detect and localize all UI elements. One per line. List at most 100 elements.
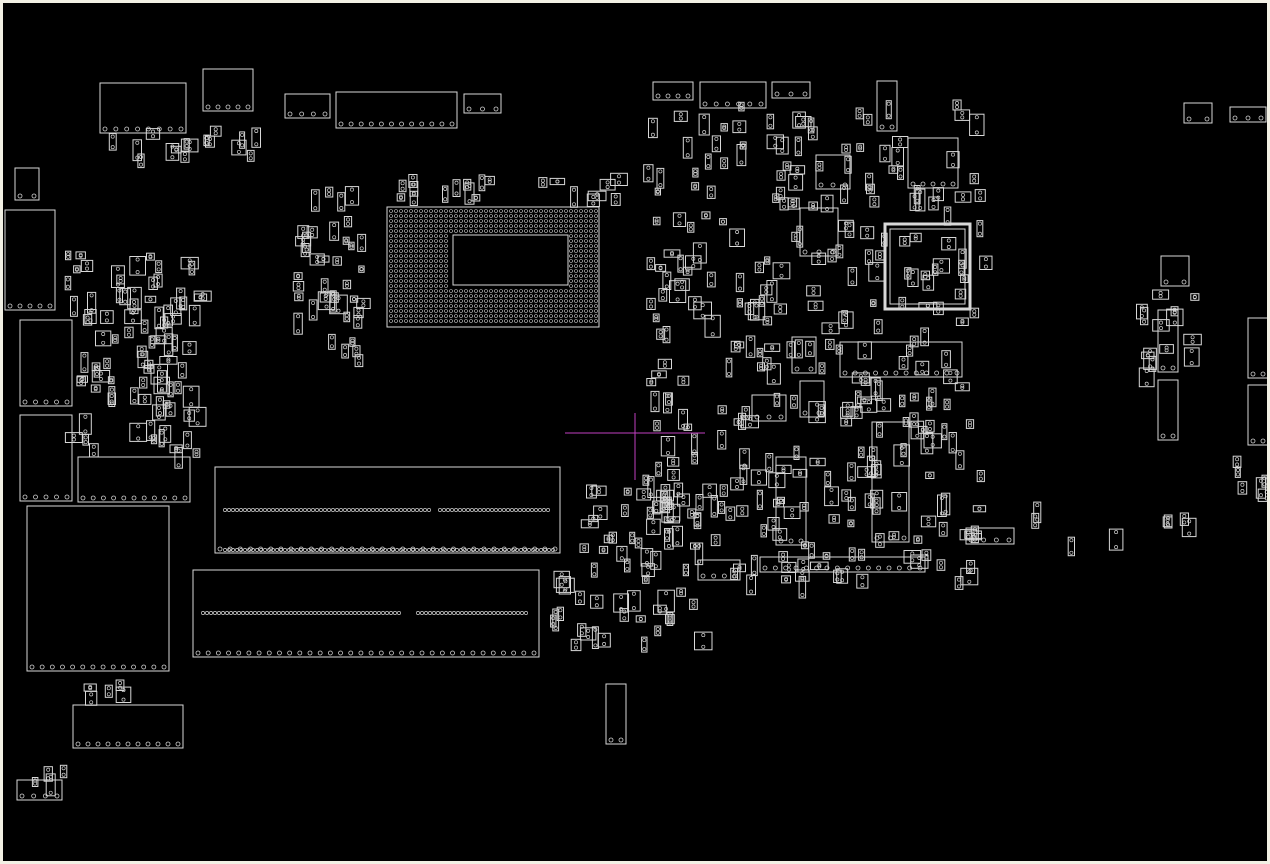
passive-component[interactable]: [579, 543, 589, 553]
passive-component[interactable]: [807, 300, 824, 311]
passive-component[interactable]: [643, 164, 654, 183]
passive-component[interactable]: [808, 126, 818, 141]
passive-component[interactable]: [815, 161, 824, 172]
passive-component[interactable]: [965, 419, 975, 429]
passive-component[interactable]: [840, 406, 856, 419]
passive-component[interactable]: [140, 319, 149, 334]
passive-component[interactable]: [158, 429, 165, 448]
passive-component[interactable]: [169, 444, 183, 454]
passive-component[interactable]: [550, 614, 557, 628]
passive-component[interactable]: [933, 301, 944, 316]
passive-component[interactable]: [891, 147, 905, 167]
passive-component[interactable]: [337, 192, 346, 212]
passive-component[interactable]: [756, 347, 764, 358]
passive-component[interactable]: [1181, 517, 1197, 538]
passive-component[interactable]: [795, 569, 810, 582]
boardview-canvas[interactable]: [3, 3, 1267, 861]
passive-component[interactable]: [683, 423, 693, 431]
passive-component[interactable]: [954, 382, 970, 392]
passive-component[interactable]: [194, 293, 208, 302]
passive-component[interactable]: [646, 378, 657, 387]
passive-component[interactable]: [921, 549, 932, 561]
passive-component[interactable]: [132, 139, 142, 162]
passive-component[interactable]: [848, 547, 856, 562]
passive-component[interactable]: [651, 370, 667, 379]
passive-component[interactable]: [948, 432, 957, 454]
passive-component[interactable]: [764, 256, 771, 265]
passive-component[interactable]: [885, 100, 892, 120]
passive-component[interactable]: [718, 501, 726, 514]
passive-component[interactable]: [969, 173, 979, 185]
passive-component[interactable]: [717, 430, 727, 450]
component[interactable]: [1247, 384, 1267, 446]
passive-component[interactable]: [342, 279, 352, 290]
passive-component[interactable]: [116, 274, 125, 285]
component[interactable]: [192, 569, 540, 658]
passive-component[interactable]: [1033, 501, 1042, 524]
passive-component[interactable]: [108, 133, 117, 151]
passive-component[interactable]: [836, 568, 849, 584]
passive-component[interactable]: [840, 417, 853, 427]
passive-component[interactable]: [756, 489, 763, 510]
passive-component[interactable]: [855, 107, 864, 120]
passive-component[interactable]: [665, 392, 673, 406]
passive-component[interactable]: [174, 447, 183, 469]
passive-component[interactable]: [1148, 355, 1157, 372]
passive-component[interactable]: [762, 316, 773, 326]
passive-component[interactable]: [778, 551, 788, 563]
passive-component[interactable]: [667, 457, 680, 467]
passive-component[interactable]: [806, 285, 821, 297]
passive-component[interactable]: [580, 519, 599, 529]
passive-component[interactable]: [662, 326, 671, 344]
passive-component[interactable]: [342, 236, 350, 245]
passive-component[interactable]: [698, 113, 710, 136]
passive-component[interactable]: [1152, 289, 1170, 300]
passive-component[interactable]: [1183, 333, 1202, 346]
passive-component[interactable]: [119, 288, 132, 306]
passive-component[interactable]: [646, 297, 656, 310]
passive-component[interactable]: [766, 113, 775, 130]
component[interactable]: [799, 380, 825, 418]
component[interactable]: [19, 319, 73, 407]
passive-component[interactable]: [664, 528, 671, 542]
passive-component[interactable]: [792, 111, 806, 129]
passive-component[interactable]: [734, 341, 745, 349]
passive-component[interactable]: [866, 183, 875, 195]
component[interactable]: [907, 137, 959, 189]
passive-component[interactable]: [664, 528, 674, 550]
passive-component[interactable]: [750, 469, 767, 486]
passive-component[interactable]: [661, 502, 674, 523]
passive-component[interactable]: [788, 174, 804, 191]
passive-component[interactable]: [353, 315, 363, 329]
passive-component[interactable]: [398, 179, 407, 193]
passive-component[interactable]: [773, 392, 781, 407]
passive-component[interactable]: [851, 372, 870, 384]
passive-component[interactable]: [170, 297, 182, 316]
component[interactable]: [77, 456, 191, 503]
passive-component[interactable]: [642, 474, 650, 486]
component[interactable]: [16, 779, 63, 801]
passive-component[interactable]: [821, 322, 840, 335]
component[interactable]: [335, 91, 458, 129]
passive-component[interactable]: [835, 344, 843, 355]
component[interactable]: [1247, 317, 1267, 379]
passive-component[interactable]: [913, 535, 923, 544]
passive-component[interactable]: [111, 334, 119, 344]
passive-component[interactable]: [857, 466, 877, 478]
passive-component[interactable]: [847, 496, 856, 511]
passive-component[interactable]: [772, 262, 791, 280]
passive-component[interactable]: [776, 496, 786, 505]
passive-component[interactable]: [138, 393, 152, 405]
passive-component[interactable]: [593, 505, 608, 520]
passive-component[interactable]: [818, 362, 826, 375]
passive-component[interactable]: [875, 380, 883, 401]
passive-component[interactable]: [164, 313, 182, 325]
passive-component[interactable]: [776, 170, 786, 181]
passive-component[interactable]: [899, 394, 906, 408]
passive-component[interactable]: [702, 483, 717, 498]
passive-component[interactable]: [64, 432, 83, 444]
passive-component[interactable]: [850, 406, 863, 419]
passive-component[interactable]: [155, 327, 173, 345]
passive-component[interactable]: [796, 225, 804, 248]
passive-component[interactable]: [937, 494, 947, 517]
